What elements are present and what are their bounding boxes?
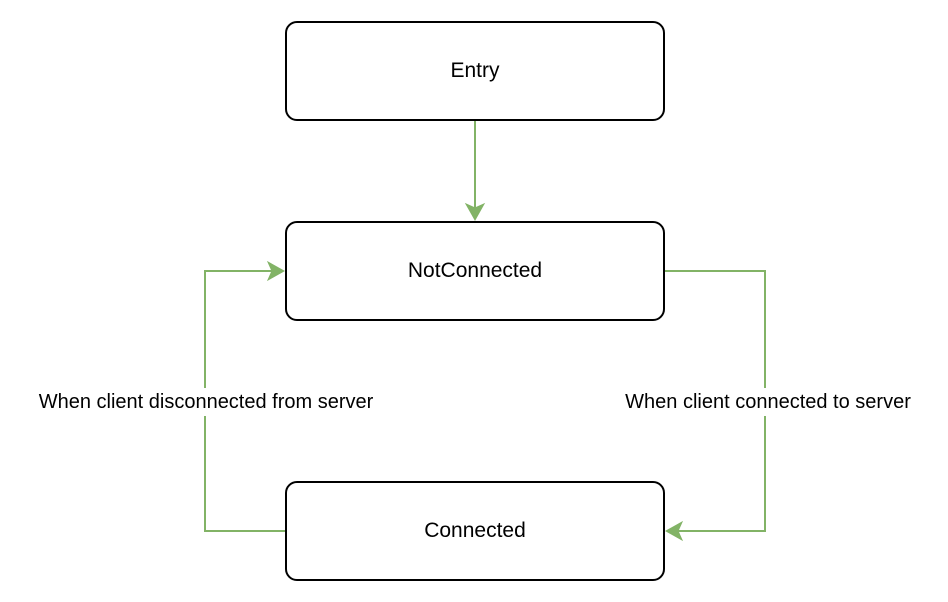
arrowhead-notconnected-to-connected xyxy=(664,520,684,542)
arrowhead-connected-to-notconnected xyxy=(266,260,286,282)
edge-label-connected: When client connected to server xyxy=(623,388,913,416)
edge-label-disconnected: When client disconnected from server xyxy=(36,388,376,416)
state-entry-label: Entry xyxy=(450,59,500,82)
state-not-connected-label: NotConnected xyxy=(407,259,543,282)
state-connected-label: Connected xyxy=(424,519,526,542)
state-entry: Entry xyxy=(285,21,665,121)
arrowhead-entry-to-notconnected xyxy=(464,202,486,222)
state-connected: Connected xyxy=(285,481,665,581)
state-not-connected: NotConnected xyxy=(285,221,665,321)
